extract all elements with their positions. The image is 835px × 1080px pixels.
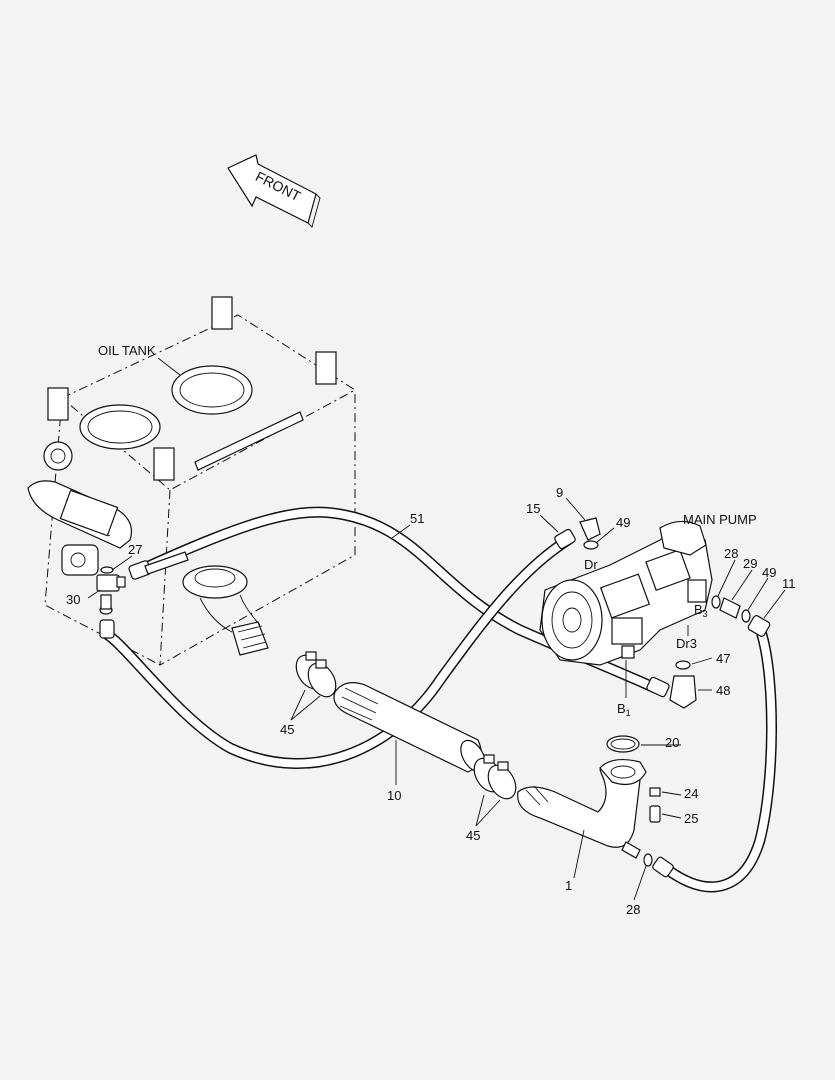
callout-25: 25 bbox=[684, 811, 698, 826]
hose-15 bbox=[99, 528, 576, 769]
main-pump-label: MAIN PUMP bbox=[683, 512, 757, 527]
elbow-fitting-9 bbox=[579, 517, 601, 541]
adapter-29 bbox=[719, 597, 741, 619]
tank-bracket bbox=[315, 351, 337, 385]
bolt-25 bbox=[649, 805, 661, 823]
o-ring-49 bbox=[583, 540, 599, 550]
callout-numbers: 9 15 49 51 27 30 45 10 45 1 28 20 24 25 … bbox=[66, 485, 796, 917]
leader-lines bbox=[87, 497, 786, 901]
main-pump: MAIN PUMP Dr B3 Dr3 B1 bbox=[539, 512, 757, 718]
port-label-b1: B1 bbox=[617, 701, 631, 718]
suction-line bbox=[231, 621, 517, 800]
suction-pipe-10 bbox=[333, 682, 482, 773]
o-ring-28 bbox=[643, 853, 653, 867]
callout-24: 24 bbox=[684, 786, 698, 801]
callout-48: 48 bbox=[716, 683, 730, 698]
port-label-dr: Dr bbox=[584, 557, 598, 572]
oil-tank: OIL TANK bbox=[43, 296, 356, 666]
callout-28: 28 bbox=[724, 546, 738, 561]
front-direction-arrow: FRONT bbox=[227, 154, 321, 228]
small-parts bbox=[579, 517, 751, 867]
fitting-30-tee bbox=[96, 566, 126, 615]
port-label-b3: B3 bbox=[694, 602, 708, 619]
tank-top-plate bbox=[194, 411, 304, 471]
callout-9: 9 bbox=[556, 485, 563, 500]
callout-49: 49 bbox=[762, 565, 776, 580]
tank-top-flange bbox=[79, 404, 161, 450]
callout-45: 45 bbox=[466, 828, 480, 843]
tank-side-port bbox=[43, 441, 73, 471]
suction-elbow-pipe-1 bbox=[517, 758, 647, 859]
fitting-48 bbox=[669, 675, 697, 709]
callout-47: 47 bbox=[716, 651, 730, 666]
oil-tank-label: OIL TANK bbox=[98, 343, 156, 358]
callout-15: 15 bbox=[526, 501, 540, 516]
callout-1: 1 bbox=[565, 878, 572, 893]
washer-24 bbox=[649, 787, 661, 797]
tank-side-elbow-pipe bbox=[27, 480, 133, 549]
o-ring-49 bbox=[741, 609, 751, 623]
tank-bracket bbox=[153, 447, 175, 481]
o-ring-20 bbox=[606, 735, 640, 753]
hose-11 bbox=[652, 615, 778, 893]
port-label-dr3: Dr3 bbox=[676, 636, 697, 651]
pump-front-flange bbox=[541, 579, 603, 661]
hose-clamp bbox=[487, 764, 517, 800]
hose-connector bbox=[231, 621, 269, 656]
callout-30: 30 bbox=[66, 592, 80, 607]
tank-return-flange bbox=[61, 544, 99, 576]
callout-28: 28 bbox=[626, 902, 640, 917]
callout-29: 29 bbox=[743, 556, 757, 571]
callout-45: 45 bbox=[280, 722, 294, 737]
callout-51: 51 bbox=[410, 511, 424, 526]
o-ring-47 bbox=[675, 660, 691, 670]
callout-10: 10 bbox=[387, 788, 401, 803]
tank-bracket bbox=[211, 296, 233, 330]
callout-11: 11 bbox=[782, 576, 796, 591]
hose-clamp bbox=[307, 662, 337, 698]
tank-top-flange bbox=[171, 365, 253, 415]
tank-bracket bbox=[47, 387, 69, 421]
callout-20: 20 bbox=[665, 735, 679, 750]
callout-49: 49 bbox=[616, 515, 630, 530]
tank-suction-port bbox=[182, 565, 248, 599]
o-ring-28 bbox=[711, 595, 721, 609]
callout-27: 27 bbox=[128, 542, 142, 557]
